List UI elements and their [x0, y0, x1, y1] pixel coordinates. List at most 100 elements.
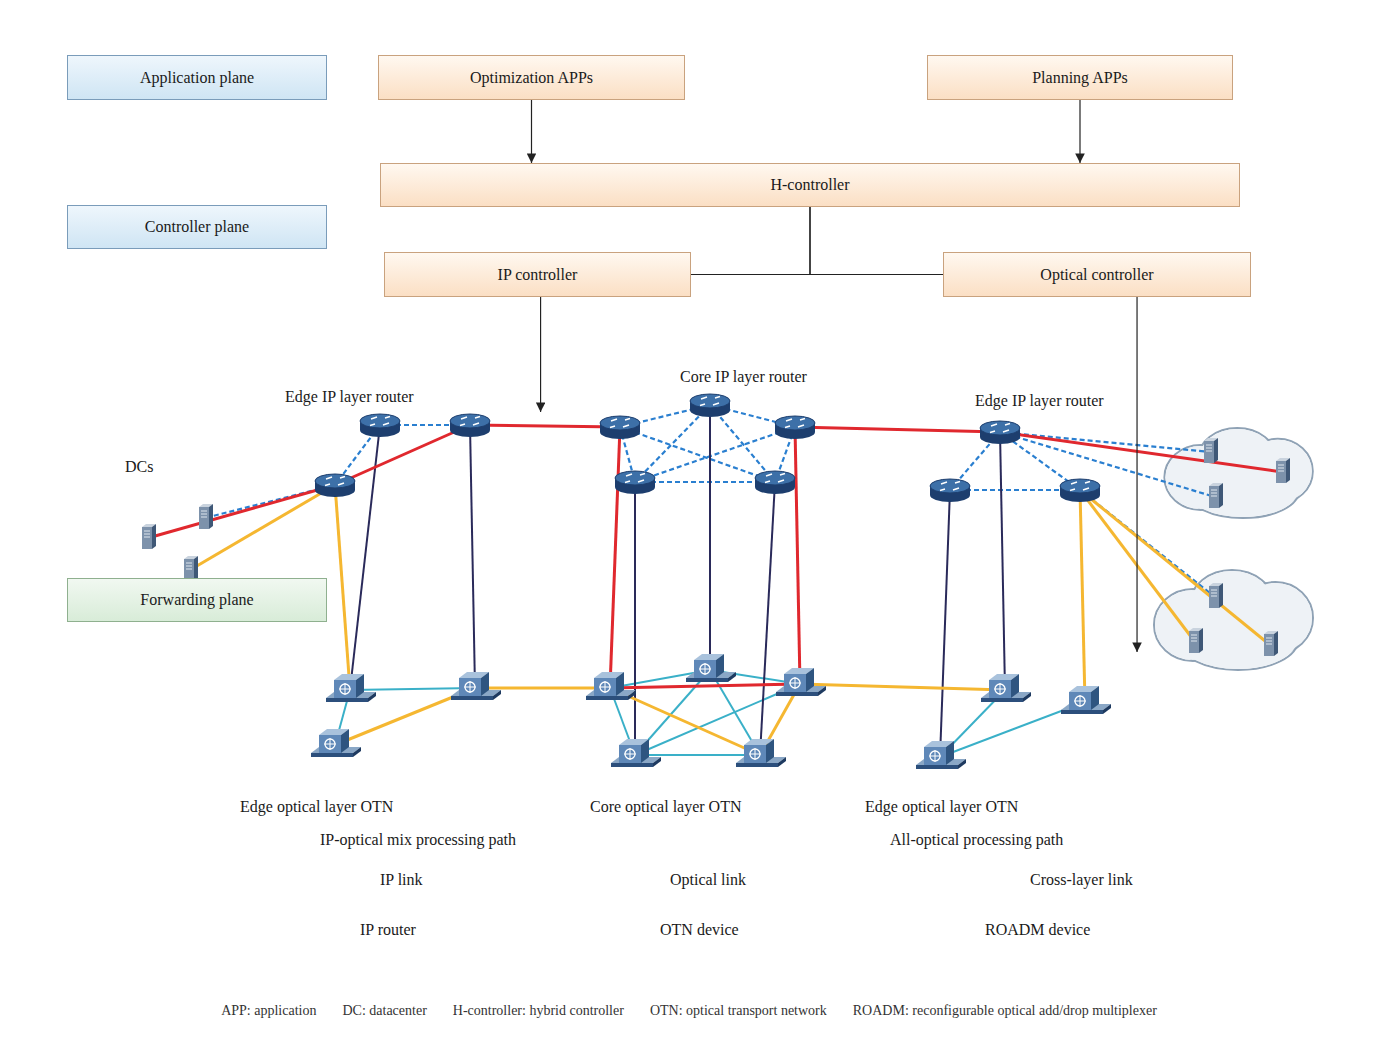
- legend-entry: OTN device: [660, 921, 739, 939]
- legend-entry: ROADM device: [985, 921, 1090, 939]
- org-link: [190, 485, 335, 570]
- connector: [540, 297, 541, 412]
- node-outline: [535, 652, 860, 822]
- otn-device: [311, 729, 361, 757]
- cloud-outline: [142, 493, 226, 561]
- otn-device: [586, 672, 636, 700]
- legend-entry: IP link: [380, 871, 423, 889]
- server-icon: [1204, 438, 1218, 463]
- org-link: [1080, 490, 1085, 702]
- legend-text: IP-optical mix processing path: [320, 831, 516, 848]
- server-icon: [1189, 628, 1203, 653]
- plane-surface: [535, 652, 860, 790]
- connector: [810, 207, 943, 275]
- legend-entry: All-optical processing path: [890, 831, 1063, 849]
- org-link: [800, 684, 1005, 690]
- server-icon: [1209, 483, 1223, 508]
- connector: [1079, 100, 1080, 163]
- ip-router: [315, 474, 355, 497]
- plane-surface: [545, 412, 832, 522]
- cross-link: [940, 490, 950, 757]
- cloud-outline: [190, 505, 265, 577]
- box-text: IP controller: [498, 266, 578, 284]
- box-text: Forwarding plane: [140, 591, 253, 609]
- cross-link: [1000, 432, 1005, 690]
- opt-link: [635, 754, 760, 756]
- red-link: [1000, 432, 1282, 472]
- optical-layer-plane: Core optical layer OTN: [535, 652, 860, 822]
- legend-text: IP router: [360, 921, 416, 938]
- legend-text: ROADM device: [985, 921, 1090, 938]
- red-link: [148, 485, 335, 538]
- otn-device: [1061, 686, 1111, 714]
- legend-entry: Cross-layer link: [1030, 871, 1133, 889]
- box-text: Controller plane: [145, 218, 249, 236]
- legend-text: IP link: [380, 871, 423, 888]
- legend-text: All-optical processing path: [890, 831, 1063, 848]
- optical-layer-plane: Edge optical layer OTN: [835, 652, 1160, 822]
- box-text: Application plane: [140, 69, 254, 87]
- ip-router: [615, 471, 655, 494]
- legend-text: Cross-layer link: [1030, 871, 1133, 888]
- ip-router: [980, 421, 1020, 444]
- otn-device: [916, 741, 966, 769]
- abbreviation: DC: datacenter: [342, 1003, 426, 1019]
- node-outline: [835, 652, 1160, 822]
- plane-title: Edge IP layer router: [975, 392, 1104, 410]
- cloud-fill: [131, 534, 249, 592]
- plane-title: Core IP layer router: [680, 368, 807, 386]
- cloud-outline: [130, 533, 250, 593]
- plane-surface: [850, 412, 1160, 520]
- cloud-fill: [191, 506, 264, 576]
- ip-router: [690, 394, 730, 417]
- ip-layer-plane: Edge IP layer router: [850, 390, 1160, 520]
- node-outline: [850, 390, 1160, 520]
- plane-title: Edge IP layer router: [285, 388, 414, 406]
- plane-label: Controller plane: [67, 205, 327, 249]
- ip-link: [635, 481, 775, 483]
- otn-device: [981, 674, 1031, 702]
- opt-link: [350, 688, 475, 690]
- cross-link: [709, 405, 711, 670]
- server-icon: [199, 504, 213, 529]
- org-link: [475, 687, 610, 690]
- plane-title: Edge optical layer OTN: [865, 798, 1018, 816]
- otn-device: [326, 674, 376, 702]
- ip-link: [1000, 432, 1215, 497]
- ip-layer-plane: Core IP layer router: [545, 365, 832, 522]
- plane-surface: [262, 412, 545, 525]
- server-icon: [1264, 631, 1278, 656]
- org-link: [1080, 490, 1270, 645]
- abbreviation: ROADM: reconfigurable optical add/drop m…: [853, 1003, 1157, 1019]
- cross-link: [760, 482, 775, 755]
- datacenter-cloud: DCs: [105, 455, 270, 595]
- connector: [1136, 297, 1137, 652]
- cloud-outline: [106, 512, 184, 584]
- plane-surface: [230, 652, 552, 765]
- plane-title: DCs: [125, 458, 153, 476]
- forwarding-panel: [38, 346, 1341, 991]
- ip-router: [450, 414, 490, 437]
- ip-router: [600, 416, 640, 439]
- otn-device: [611, 739, 661, 767]
- ip-router: [930, 479, 970, 502]
- otn-device: [776, 668, 826, 696]
- box-text: Optimization APPs: [470, 69, 593, 87]
- plane-label: Application plane: [67, 55, 327, 100]
- optical-layer-plane: Edge optical layer OTN: [230, 652, 552, 822]
- red-link: [335, 425, 470, 485]
- box-text: Optical controller: [1040, 266, 1153, 284]
- controller-box: Optical controller: [943, 252, 1251, 297]
- ip-layer-plane: Edge IP layer router: [262, 385, 545, 525]
- ip-router: [1060, 479, 1100, 502]
- abbreviation: H-controller: hybrid controller: [453, 1003, 624, 1019]
- otn-device: [686, 654, 736, 682]
- app-box: Optimization APPs: [378, 55, 685, 100]
- box-text: H-controller: [770, 176, 849, 194]
- node-outline: [230, 652, 552, 822]
- connector: [691, 207, 810, 275]
- app-box: Planning APPs: [927, 55, 1233, 100]
- red-link: [795, 427, 800, 684]
- node-outline: [105, 455, 270, 595]
